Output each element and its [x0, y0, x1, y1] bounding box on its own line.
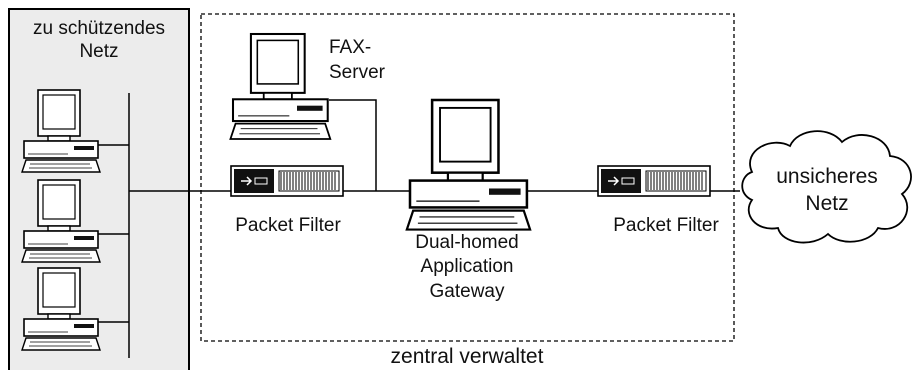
- fax-server-label-line1: FAX-: [329, 37, 371, 58]
- cloud-icon: [741, 130, 912, 244]
- gateway-label-line2: Application: [421, 256, 514, 277]
- packet-filter-left-icon: [230, 165, 344, 197]
- packet-filter-left-label: Packet Filter: [235, 215, 341, 236]
- protected-network-bus: [98, 93, 130, 358]
- gateway-label-line3: Gateway: [430, 281, 505, 302]
- packet-filter-right-label: Packet Filter: [613, 215, 719, 236]
- gateway-label-line1: Dual-homed: [415, 232, 519, 253]
- managed-zone: [200, 13, 735, 342]
- cloud-label-line2: Netz: [805, 192, 848, 215]
- backbone-lines: [129, 99, 740, 192]
- managed-zone-label: zentral verwaltet: [391, 345, 544, 368]
- protected-zone: [8, 8, 190, 370]
- fax-server-icon: [229, 32, 332, 140]
- packet-filter-right-icon: [597, 165, 711, 197]
- fax-server-label-line2: Server: [329, 62, 386, 83]
- gateway-icon: [405, 98, 532, 231]
- protected-zone-label-line1: zu schützendes: [33, 18, 165, 39]
- protected-zone-label-line2: Netz: [79, 41, 118, 62]
- cloud-label-line1: unsicheres: [776, 165, 878, 188]
